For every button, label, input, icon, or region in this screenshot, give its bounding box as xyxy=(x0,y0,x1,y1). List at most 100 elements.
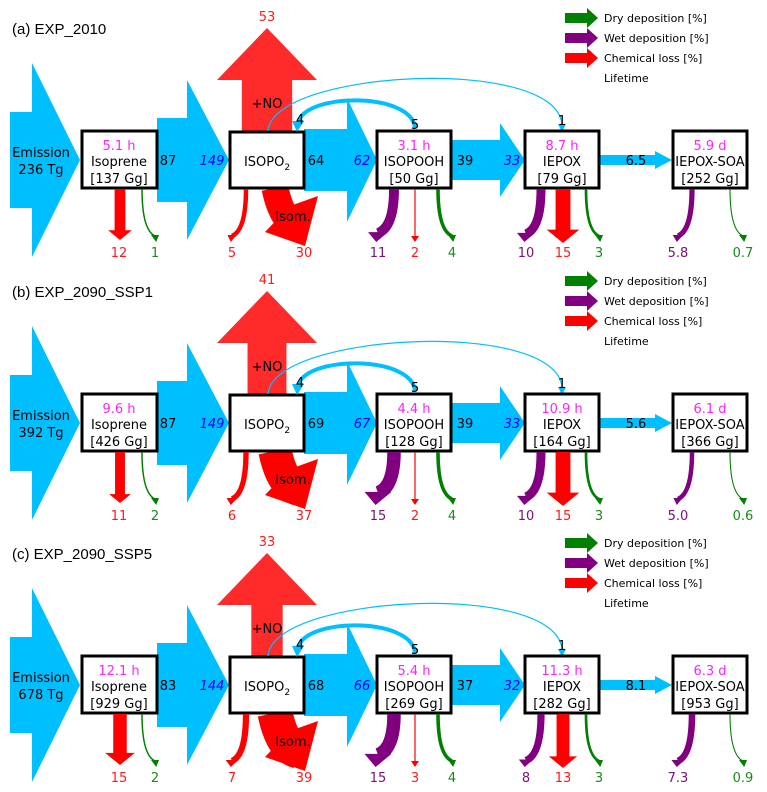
iepox-box xyxy=(523,654,601,715)
isoprene-dry-dep-value: 2 xyxy=(151,509,159,524)
isoprene-out-flow: 87 xyxy=(160,417,177,432)
isopooh-wet-dep-arrow-head xyxy=(364,753,392,767)
iepox-soa-box xyxy=(671,392,749,453)
isopooh-dry-dep-value: 4 xyxy=(448,509,456,524)
panel-title: (c) EXP_2090_SSP5 xyxy=(12,546,152,563)
isopooh-in-flow: 62 xyxy=(354,154,371,169)
emission-arrow xyxy=(10,326,80,520)
iepox-chem-loss-value: 13 xyxy=(555,771,572,786)
iepox-wet-dep-arrow-head xyxy=(517,232,535,242)
isopooh-out-flow: 37 xyxy=(457,679,474,694)
isopo2-to-iepox-arrow xyxy=(267,602,563,657)
iepox-wet-dep-arrow xyxy=(524,713,545,764)
panel-title: (a) EXP_2010 xyxy=(12,21,106,38)
no-label: +NO xyxy=(252,360,283,375)
isoprene-chem-loss-arrow xyxy=(109,452,131,503)
isoprene-box xyxy=(80,129,159,190)
iepox-out-flow: 8.1 xyxy=(626,679,647,694)
iepox-out-flow: 6.5 xyxy=(626,154,647,169)
isopooh-wet-dep-arrow xyxy=(375,188,399,238)
soa-wet-dep-arrow xyxy=(676,188,695,239)
isopo2-name: ISOPO2 xyxy=(244,418,290,436)
no-reaction-arrow xyxy=(217,291,317,394)
isopooh-to-isopo2-arrow xyxy=(296,623,417,654)
soa-dry-dep-arrow xyxy=(729,188,744,237)
isom-label: Isom. xyxy=(275,210,310,225)
isopo2-in-flow: 144 xyxy=(200,679,225,694)
emission-arrow xyxy=(10,63,80,257)
isopooh-to-isopo2-arrow-head xyxy=(292,121,304,132)
isopooh-name: ISOPOOH xyxy=(384,155,444,170)
isoprene-to-isopo2-arrow xyxy=(157,343,229,503)
isopo2-box xyxy=(228,130,306,190)
isopooh-to-iepox-arrow xyxy=(451,123,525,197)
legend-label: Dry deposition [%] xyxy=(604,275,707,288)
iepox-dry-dep-arrow-head xyxy=(595,235,603,242)
no-reaction-value: 33 xyxy=(259,535,276,550)
legend-label: Wet deposition [%] xyxy=(604,557,709,570)
legend-arrow-0 xyxy=(565,8,598,28)
isopooh-box xyxy=(375,392,453,453)
iepox-wet-dep-value: 10 xyxy=(518,509,535,524)
isoprene-chem-loss-value: 15 xyxy=(111,771,128,786)
isopooh-chem-loss-value: 3 xyxy=(411,771,419,786)
iepox-dry-dep-arrow-head xyxy=(595,498,603,505)
iepox-lifetime: 11.3 h xyxy=(541,664,582,679)
isopooh-name: ISOPOOH xyxy=(384,680,444,695)
isopo2-chem-loss-arrow xyxy=(230,713,250,764)
isoprene-name: Isoprene xyxy=(91,418,147,433)
isopooh-chem-loss-value: 2 xyxy=(411,246,419,261)
panel-title: (b) EXP_2090_SSP1 xyxy=(12,284,153,301)
soa-wet-dep-arrow xyxy=(676,451,695,502)
isopo2-chem-loss-value: 6 xyxy=(228,509,236,524)
emission-amount: 392 Tg xyxy=(18,426,63,441)
isopo2-chem-loss-arrow-head xyxy=(226,498,238,505)
isopooh-to-isopo2-out-value: 5 xyxy=(411,118,419,133)
isopooh-mass: [50 Gg] xyxy=(389,172,438,187)
isoprene-dry-dep-value: 1 xyxy=(151,246,159,261)
isopo2-out-flow: 68 xyxy=(308,679,325,694)
legend-label: Wet deposition [%] xyxy=(604,295,709,308)
iepox-in-flow: 33 xyxy=(504,417,521,432)
iepox-wet-dep-arrow xyxy=(523,451,546,502)
iepox-dry-dep-arrow-head xyxy=(595,760,603,767)
isopo2-out-flow: 64 xyxy=(308,154,325,169)
iepox-to-soa-arrow xyxy=(599,414,672,432)
isopo2-out-flow: 69 xyxy=(308,417,325,432)
isopooh-mass: [269 Gg] xyxy=(385,697,442,712)
soa-dry-dep-arrow-head xyxy=(739,760,747,767)
isopooh-dry-dep-value: 4 xyxy=(448,771,456,786)
no-reaction-value: 53 xyxy=(259,10,276,25)
emission-amount: 678 Tg xyxy=(18,688,63,703)
soa-mass: [366 Gg] xyxy=(681,435,738,450)
isopo2-name-sub: 2 xyxy=(284,426,290,436)
legend-label: Chemical loss [%] xyxy=(604,52,702,65)
isomerization-arrow-head xyxy=(265,196,318,246)
soa-lifetime: 6.3 d xyxy=(693,664,726,679)
iepox-wet-dep-value: 10 xyxy=(518,246,535,261)
iepox-chem-loss-arrow xyxy=(546,452,580,506)
isopo2-to-iepox-arrow-head xyxy=(558,649,566,657)
emission-arrow xyxy=(10,588,80,782)
isopooh-to-isopo2-in-value: 4 xyxy=(296,113,304,128)
no-label: +NO xyxy=(252,97,283,112)
isoprene-mass: [929 Gg] xyxy=(90,697,147,712)
soa-name: IEPOX-SOA xyxy=(675,155,744,170)
iepox-chem-loss-arrow xyxy=(546,189,580,243)
isoprene-dry-dep-arrow xyxy=(141,188,156,237)
iepox-mass: [282 Gg] xyxy=(533,697,590,712)
iepox-name: IEPOX xyxy=(543,418,581,433)
soa-wet-dep-arrow-head xyxy=(672,235,684,242)
legend-label: Dry deposition [%] xyxy=(604,537,707,550)
iepox-wet-dep-arrow-head xyxy=(517,495,535,505)
legend-label: Dry deposition [%] xyxy=(604,12,707,25)
legend-label: Lifetime xyxy=(604,335,649,348)
isoprene-dry-dep-arrow-head xyxy=(151,760,159,767)
isopooh-wet-dep-value: 15 xyxy=(370,771,387,786)
isopooh-chem-loss-arrow xyxy=(411,189,419,242)
isoprene-dry-dep-arrow xyxy=(141,713,156,762)
iepox-chem-loss-value: 15 xyxy=(555,509,572,524)
emission-amount: 236 Tg xyxy=(18,163,63,178)
